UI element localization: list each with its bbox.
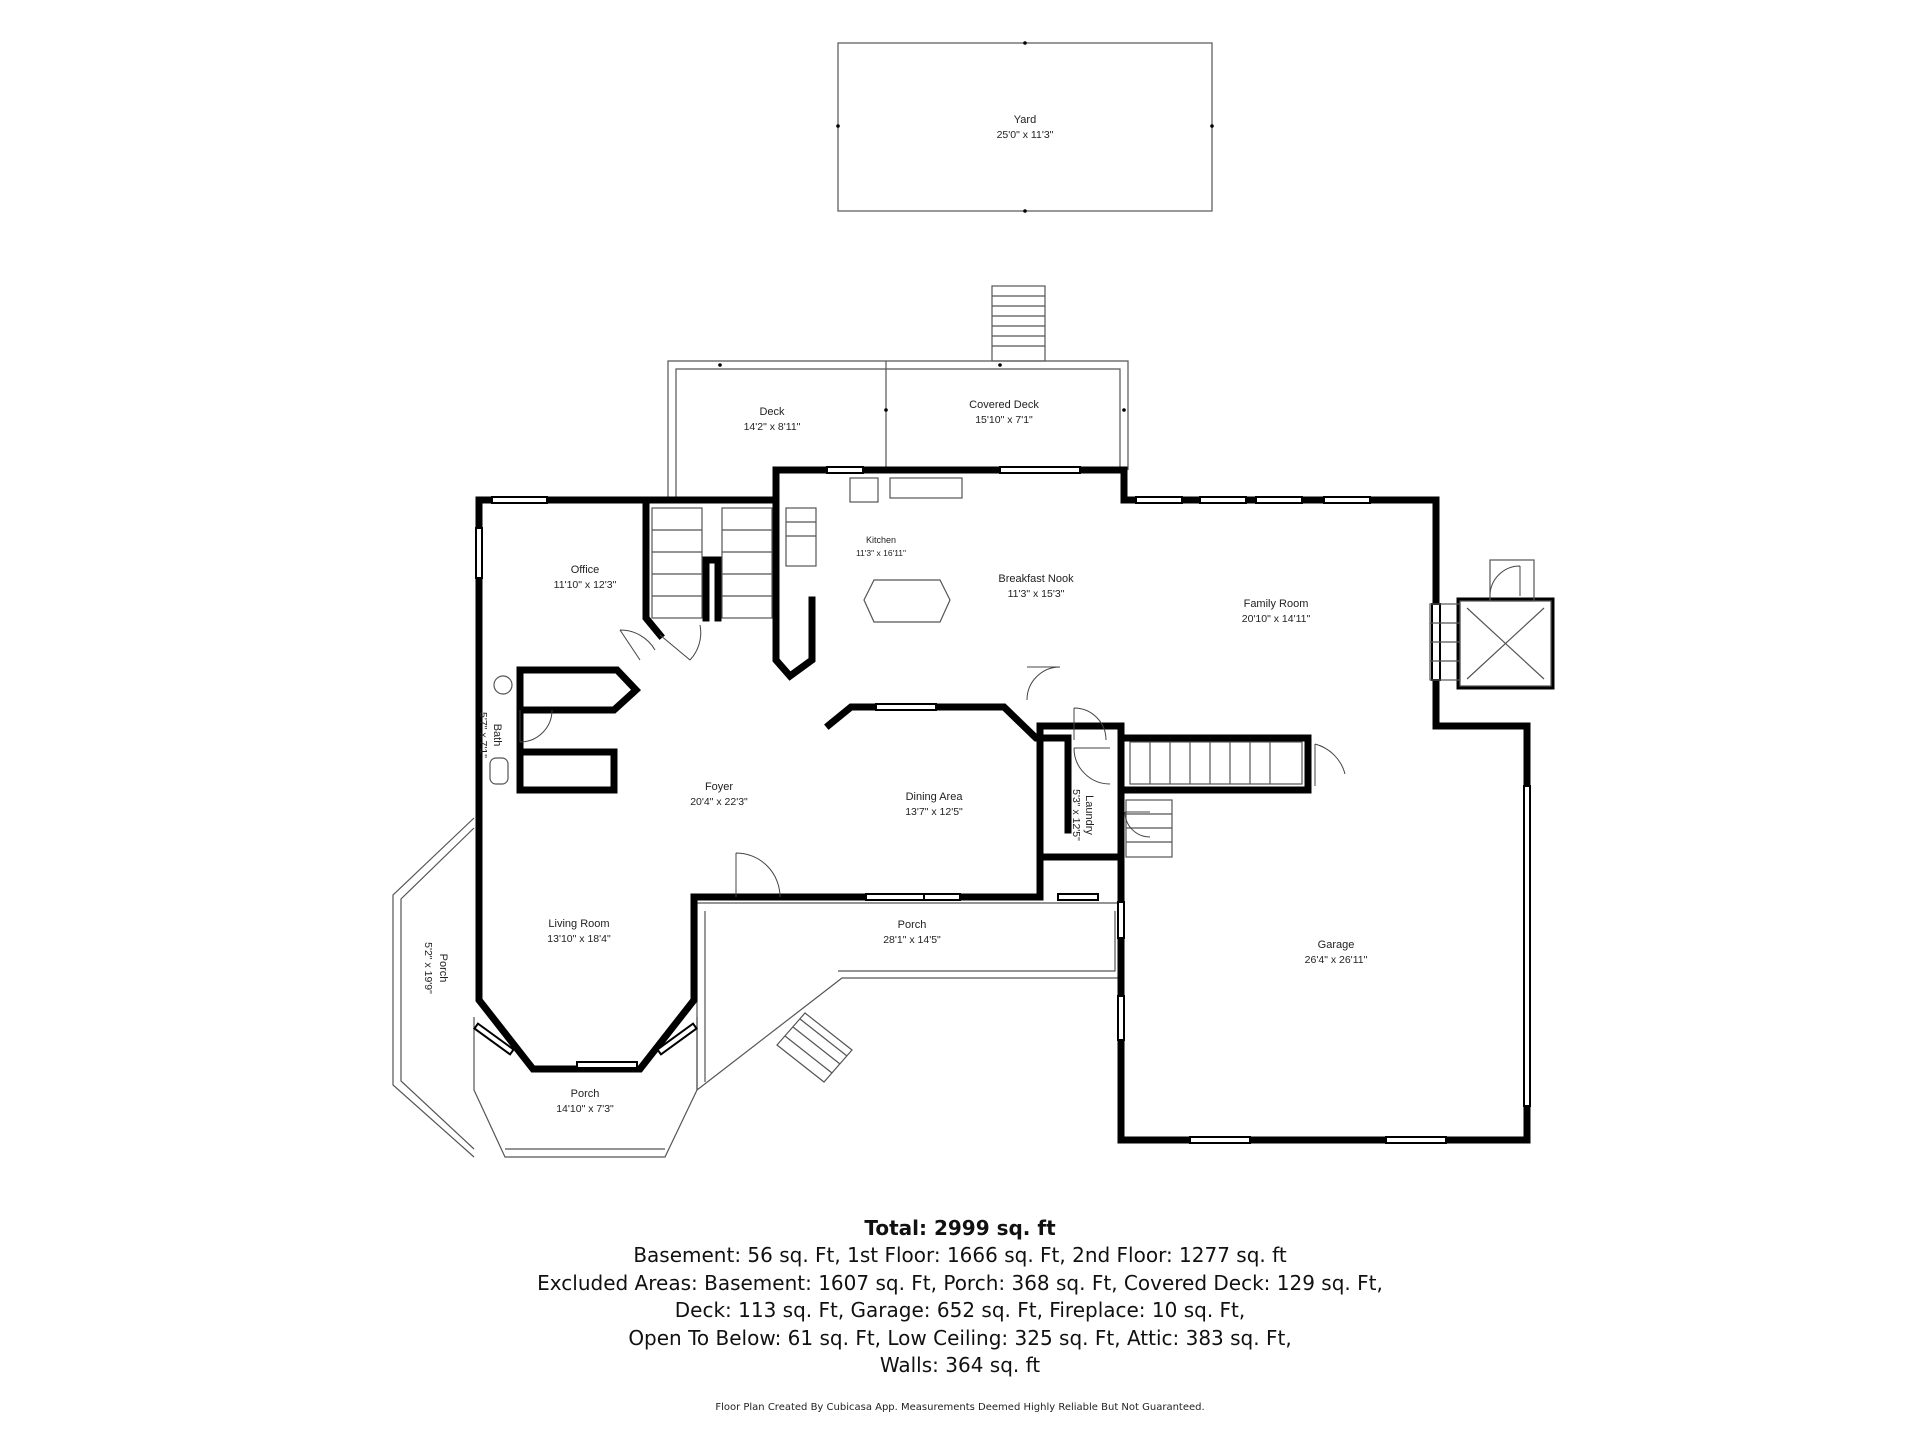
doors xyxy=(519,565,1521,898)
kitchen-fixtures xyxy=(785,477,963,623)
room-label-deck: Deck xyxy=(759,406,785,418)
room-dim-living-room: 13'10" x 18'4" xyxy=(547,933,611,945)
room-labels: Yard 25'0" x 11'3" Deck 14'2" x 8'11" Co… xyxy=(422,114,1368,1115)
room-label-family-room: Family Room xyxy=(1244,598,1309,610)
room-dim-deck: 14'2" x 8'11" xyxy=(744,421,801,433)
room-dim-office: 11'10" x 12'3" xyxy=(554,579,617,591)
room-label-porch-side: Porch xyxy=(437,954,449,983)
total-area: Total: 2999 sq. ft xyxy=(864,1216,1056,1240)
summary-line: Deck: 113 sq. Ft, Garage: 652 sq. Ft, Fi… xyxy=(674,1298,1246,1322)
room-label-dining-area: Dining Area xyxy=(906,791,964,803)
summary-line: Walls: 364 sq. ft xyxy=(879,1353,1041,1377)
exterior-walls xyxy=(475,466,1531,1144)
room-label-garage: Garage xyxy=(1318,939,1355,951)
summary-line: Excluded Areas: Basement: 1607 sq. Ft, P… xyxy=(537,1270,1383,1295)
room-label-bath: Bath xyxy=(491,724,503,747)
room-dim-foyer: 20'4" x 22'3" xyxy=(690,796,748,808)
room-label-breakfast-nook: Breakfast Nook xyxy=(998,573,1074,585)
windows xyxy=(473,466,1531,1144)
room-dim-porch-front: 28'1" x 14'5" xyxy=(883,934,941,946)
room-dim-laundry: 5'3" x 12'5" xyxy=(1070,789,1082,841)
room-dim-yard: 25'0" x 11'3" xyxy=(997,129,1054,141)
interior-walls xyxy=(516,496,1555,901)
room-dim-breakfast-nook: 11'3" x 15'3" xyxy=(1008,588,1065,600)
room-label-porch-front: Porch xyxy=(898,919,927,931)
room-label-foyer: Foyer xyxy=(705,781,733,793)
room-label-office: Office xyxy=(571,564,600,576)
deck-area xyxy=(667,360,1129,497)
deck-stairs xyxy=(991,285,1046,362)
porch-outlines xyxy=(392,817,1124,1158)
bath-fixtures xyxy=(489,675,513,785)
room-dim-porch-side: 5'2" x 19'9" xyxy=(422,942,434,994)
room-label-porch-bottom: Porch xyxy=(571,1088,600,1100)
room-dim-dining-area: 13'7" x 12'5" xyxy=(905,806,963,818)
area-summary: Total: 2999 sq. ft Basement: 56 sq. Ft, … xyxy=(0,1214,1920,1380)
room-label-living-room: Living Room xyxy=(548,918,609,930)
room-dim-porch-bottom: 14'10" x 7'3" xyxy=(556,1103,614,1115)
room-dim-bath: 5'7" x 7'1" xyxy=(477,712,489,758)
interior-stairs xyxy=(651,507,1303,858)
closet-box xyxy=(1429,559,1552,687)
yard-area xyxy=(836,41,1214,213)
summary-line: Basement: 56 sq. Ft, 1st Floor: 1666 sq.… xyxy=(633,1243,1287,1267)
room-label-covered-deck: Covered Deck xyxy=(969,399,1039,411)
summary-line: Open To Below: 61 sq. Ft, Low Ceiling: 3… xyxy=(628,1325,1292,1350)
room-label-laundry: Laundry xyxy=(1083,795,1095,835)
disclaimer-credit: Floor Plan Created By Cubicasa App. Meas… xyxy=(715,1402,1205,1413)
room-dim-family-room: 20'10" x 14'11" xyxy=(1242,613,1311,625)
room-dim-garage: 26'4" x 26'11" xyxy=(1305,954,1368,966)
room-label-yard: Yard xyxy=(1014,114,1036,126)
room-dim-covered-deck: 15'10" x 7'1" xyxy=(975,414,1033,426)
room-dim-kitchen: 11'3" x 16'11" xyxy=(856,548,906,558)
room-label-kitchen: Kitchen xyxy=(866,535,896,545)
